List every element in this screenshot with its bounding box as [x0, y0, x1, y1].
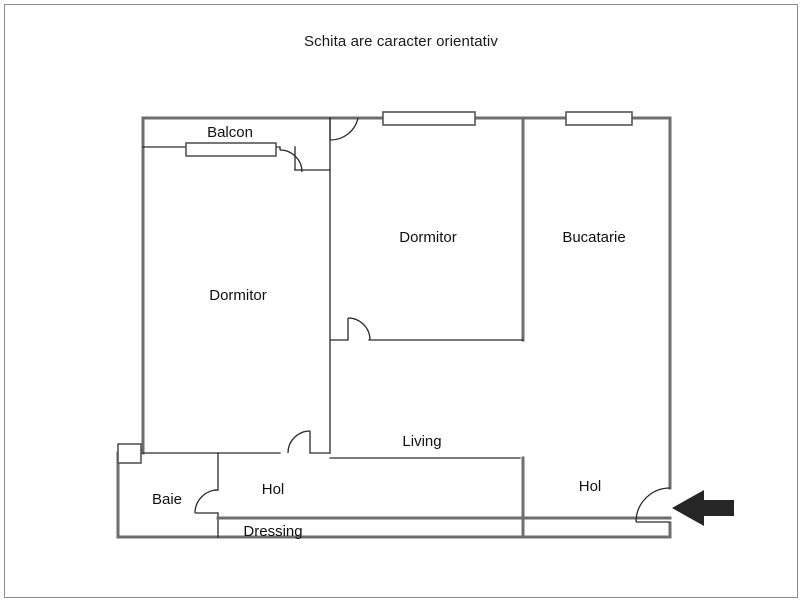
room-labels: Balcon Dormitor Dormitor Bucatarie Livin… — [152, 124, 626, 540]
room-label-dressing: Dressing — [243, 523, 302, 540]
room-label-dormitor-middle: Dormitor — [399, 229, 457, 246]
window-dormitor-middle — [382, 111, 476, 126]
room-label-balcon: Balcon — [207, 124, 253, 141]
room-label-living: Living — [402, 433, 441, 450]
window-baie — [117, 443, 142, 464]
door-dormitor-left-to-hol — [287, 430, 311, 454]
windows — [117, 111, 633, 464]
door-balcony-to-dormitor-middle — [329, 117, 359, 141]
door-entrance — [635, 487, 671, 523]
room-label-bucatarie: Bucatarie — [562, 229, 625, 246]
entrance-arrow — [672, 490, 734, 526]
exterior-walls — [116, 116, 672, 539]
door-balcony-to-dormitor-left — [279, 149, 303, 173]
doors — [194, 117, 671, 523]
room-label-hol-right: Hol — [579, 478, 602, 495]
page-title: Schita are caracter orientativ — [304, 33, 498, 50]
interior-walls — [142, 117, 672, 539]
window-balcony — [185, 142, 277, 157]
door-dormitor-middle-to-living — [347, 317, 371, 341]
room-label-baie: Baie — [152, 491, 182, 508]
door-baie-to-hol — [194, 489, 219, 514]
window-bucatarie — [565, 111, 633, 126]
room-label-dormitor-left: Dormitor — [209, 287, 267, 304]
room-label-hol-left: Hol — [262, 481, 285, 498]
entrance-arrow-shape — [672, 490, 734, 526]
